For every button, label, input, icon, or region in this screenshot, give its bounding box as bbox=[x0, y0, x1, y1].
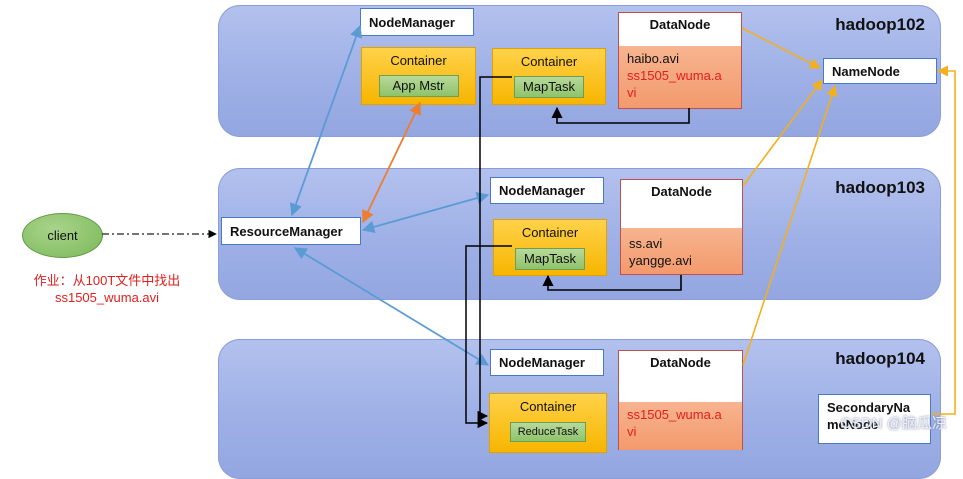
maptask-hadoop102: MapTask bbox=[514, 76, 584, 98]
datanode-label: DataNode bbox=[649, 17, 711, 32]
namenode-label: NameNode bbox=[832, 63, 900, 79]
file-entry: haibo.avi bbox=[627, 51, 680, 66]
assignment-note: 作业：从100T文件中找出 ss1505_wuma.avi bbox=[27, 272, 187, 306]
secondary-to-namenode bbox=[931, 65, 956, 415]
dn102-to-namenode bbox=[741, 27, 821, 69]
secondary-namenode-line: meNode bbox=[827, 417, 879, 432]
client-label: client bbox=[47, 228, 78, 243]
dn102-to-maptask-arrow bbox=[551, 106, 690, 124]
datanode-hadoop103: DataNode ss.avi yangge.avi bbox=[620, 179, 743, 275]
nodemanager-hadoop104: NodeManager bbox=[490, 349, 604, 376]
datanode-hadoop102: DataNode haibo.avi ss1505_wuma.a vi bbox=[618, 12, 742, 109]
rm-nm102-link bbox=[289, 24, 363, 217]
host-title: hadoop104 bbox=[835, 349, 925, 368]
note-line: 作业：从100T文件中找出 bbox=[33, 273, 181, 288]
file-entry: ss.avi bbox=[629, 236, 663, 251]
container-label: Container bbox=[520, 54, 578, 69]
nodemanager-hadoop103: NodeManager bbox=[490, 177, 604, 204]
file-entry: vi bbox=[627, 85, 637, 100]
datanode-label: DataNode bbox=[650, 355, 711, 370]
connector-layer bbox=[102, 24, 956, 429]
dn103-to-namenode bbox=[742, 79, 823, 187]
secondary-namenode: SecondaryNa meNode bbox=[818, 394, 931, 444]
container-maptask-hadoop103: Container MapTask bbox=[493, 219, 607, 276]
host-title: hadoop102 bbox=[835, 15, 925, 34]
file-entry: ss1505_wuma.a bbox=[627, 407, 722, 422]
resource-manager: ResourceManager bbox=[221, 217, 361, 245]
resource-manager-label: ResourceManager bbox=[230, 223, 343, 239]
file-entry: vi bbox=[627, 424, 637, 439]
host-title: hadoop103 bbox=[835, 178, 925, 197]
watermark: CSDN @脑瓜凉 bbox=[840, 415, 947, 432]
dn104-to-namenode bbox=[742, 84, 838, 366]
client-node: client bbox=[22, 213, 103, 258]
namenode: NameNode bbox=[823, 58, 937, 84]
dn103-to-maptask-arrow bbox=[542, 274, 682, 291]
datanode-files: ss.avi yangge.avi bbox=[621, 228, 742, 274]
datanode-label: DataNode bbox=[651, 184, 712, 199]
secondary-namenode-line: SecondaryNa bbox=[827, 400, 911, 415]
datanode-files: haibo.avi ss1505_wuma.a vi bbox=[619, 46, 741, 108]
maptask103-to-reducetask bbox=[465, 245, 512, 429]
nodemanager-hadoop102: NodeManager bbox=[360, 8, 474, 36]
rm-nm104-link bbox=[293, 247, 490, 366]
container-label: Container bbox=[521, 225, 579, 240]
rm-appmaster-link bbox=[362, 101, 421, 224]
nodemanager-label: NodeManager bbox=[369, 14, 455, 30]
app-master-task: App Mstr bbox=[378, 75, 459, 97]
rm-nm103-link bbox=[361, 191, 490, 234]
container-label: Container bbox=[519, 399, 577, 414]
note-line: ss1505_wuma.avi bbox=[54, 290, 160, 305]
nodemanager-label: NodeManager bbox=[499, 355, 585, 370]
file-entry: yangge.avi bbox=[629, 253, 692, 268]
container-appmaster: Container App Mstr bbox=[361, 47, 476, 105]
nodemanager-label: NodeManager bbox=[499, 183, 585, 198]
container-label: Container bbox=[390, 53, 447, 68]
container-maptask-hadoop102: Container MapTask bbox=[492, 48, 606, 105]
file-entry: ss1505_wuma.a bbox=[627, 68, 722, 83]
maptask-hadoop103: MapTask bbox=[515, 248, 585, 270]
